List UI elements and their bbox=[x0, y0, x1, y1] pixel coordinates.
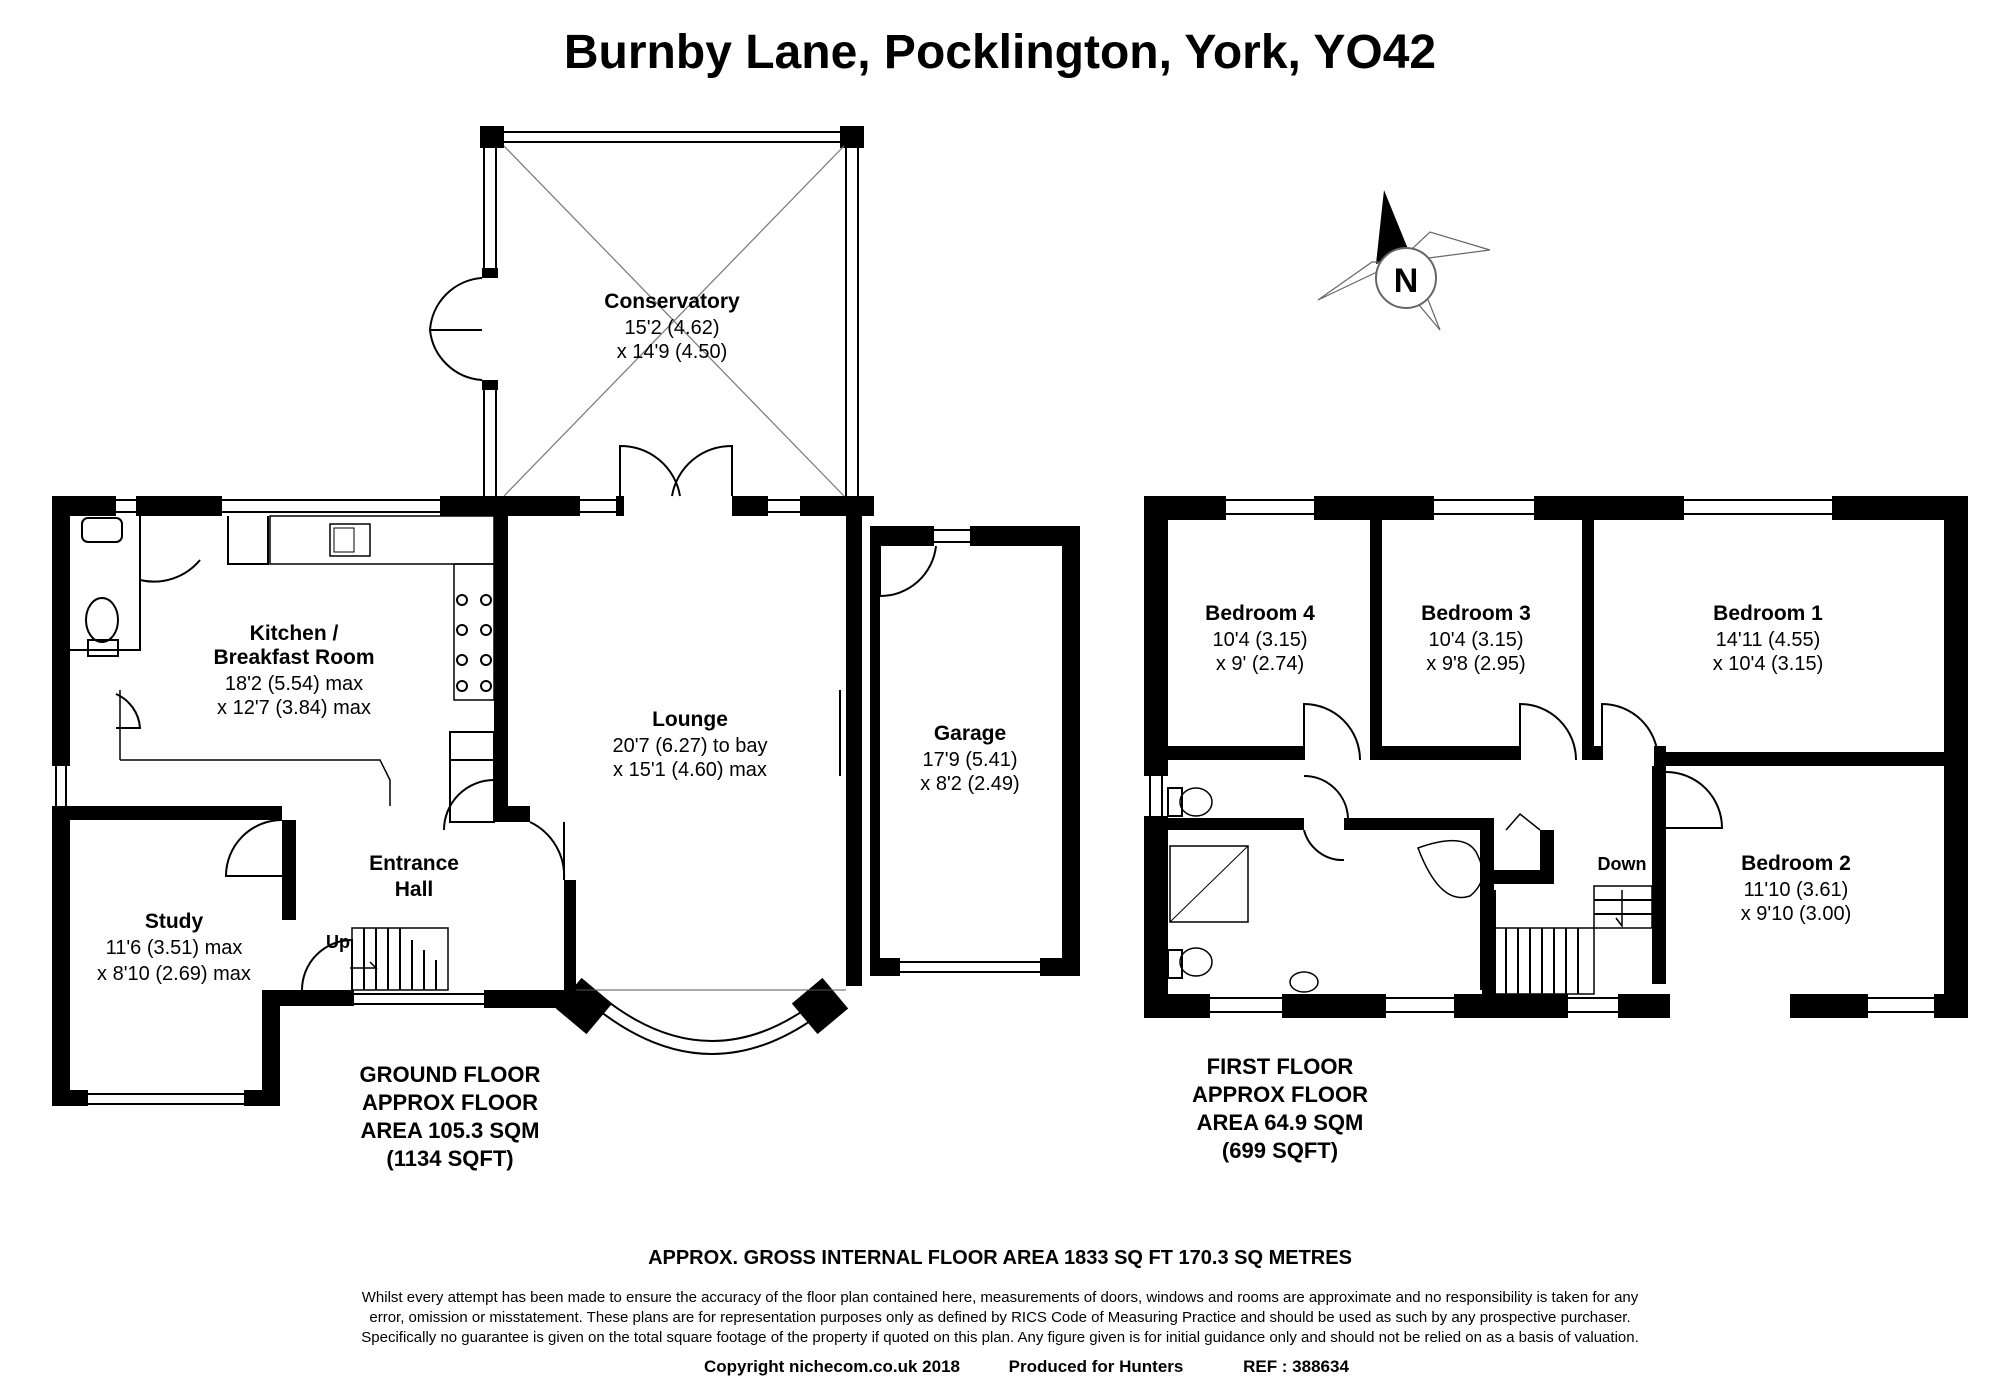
ground-floor-label-1: GROUND FLOOR bbox=[360, 1062, 541, 1087]
room-dim-conservatory-2: x 14'9 (4.50) bbox=[617, 341, 728, 363]
room-dim-bedroom3-2: x 9'8 (2.95) bbox=[1426, 653, 1525, 675]
page-title: Burnby Lane, Pocklington, York, YO42 bbox=[564, 26, 1436, 79]
conservatory-structure bbox=[428, 126, 864, 497]
first-floor-label-3: AREA 64.9 SQM bbox=[1197, 1110, 1364, 1135]
footer-copyright: Copyright nichecom.co.uk 2018 bbox=[704, 1357, 960, 1376]
room-name-entrance-2: Hall bbox=[395, 878, 434, 901]
room-dim-lounge-1: 20'7 (6.27) to bay bbox=[612, 735, 767, 757]
first-floor-windows bbox=[1149, 499, 1934, 1013]
first-floor-label-1: FIRST FLOOR bbox=[1207, 1054, 1354, 1079]
footer-produced: Produced for Hunters bbox=[1009, 1357, 1184, 1376]
ground-floor-windows bbox=[55, 499, 1040, 1105]
room-dim-bedroom2-1: 11'10 (3.61) bbox=[1744, 879, 1849, 901]
gross-area: APPROX. GROSS INTERNAL FLOOR AREA 1833 S… bbox=[648, 1247, 1352, 1269]
ground-floor-label-4: (1134 SQFT) bbox=[386, 1146, 513, 1171]
room-name-study: Study bbox=[145, 910, 204, 933]
room-name-bedroom1: Bedroom 1 bbox=[1713, 602, 1823, 625]
ground-floor-plan: Conservatory 15'2 (4.62) x 14'9 (4.50) K… bbox=[52, 126, 1080, 1171]
first-floor-doors bbox=[1167, 702, 1724, 995]
room-dim-study-2: x 8'10 (2.69) max bbox=[97, 963, 251, 985]
room-name-lounge: Lounge bbox=[652, 708, 728, 731]
room-dim-garage-1: 17'9 (5.41) bbox=[923, 749, 1018, 771]
disclaimer-line-3: Specifically no guarantee is given on th… bbox=[361, 1329, 1639, 1346]
disclaimer-line-2: error, omission or misstatement. These p… bbox=[369, 1309, 1630, 1326]
room-dim-bedroom1-2: x 10'4 (3.15) bbox=[1713, 653, 1824, 675]
first-floor-walls bbox=[1144, 496, 1968, 1018]
room-name-kitchen-2: Breakfast Room bbox=[213, 646, 374, 669]
room-dim-study-1: 11'6 (3.51) max bbox=[106, 937, 243, 959]
ground-floor-walls bbox=[52, 496, 1080, 1106]
compass-letter: N bbox=[1394, 262, 1419, 300]
room-name-bedroom3: Bedroom 3 bbox=[1421, 602, 1531, 625]
room-name-conservatory: Conservatory bbox=[604, 290, 740, 313]
footer-ref: REF : 388634 bbox=[1243, 1357, 1349, 1376]
room-dim-bedroom4-2: x 9' (2.74) bbox=[1216, 653, 1304, 675]
stairs-down-label: Down bbox=[1598, 854, 1647, 874]
room-dim-kitchen-1: 18'2 (5.54) max bbox=[225, 673, 363, 695]
room-dim-garage-2: x 8'2 (2.49) bbox=[920, 773, 1019, 795]
room-dim-bedroom4-1: 10'4 (3.15) bbox=[1213, 629, 1308, 651]
room-name-bedroom2: Bedroom 2 bbox=[1741, 852, 1851, 875]
first-floor-plan: Bedroom 4 10'4 (3.15) x 9' (2.74) Bedroo… bbox=[1144, 496, 1968, 1163]
first-floor-label-4: (699 SQFT) bbox=[1222, 1138, 1338, 1163]
room-name-kitchen-1: Kitchen / bbox=[250, 622, 339, 645]
stairs-up-label: Up bbox=[326, 932, 350, 952]
room-name-garage: Garage bbox=[934, 722, 1006, 745]
room-dim-bedroom2-2: x 9'10 (3.00) bbox=[1741, 903, 1852, 925]
ground-floor-doors bbox=[70, 444, 937, 991]
disclaimer-line-1: Whilst every attempt has been made to en… bbox=[362, 1289, 1639, 1306]
room-name-entrance-1: Entrance bbox=[369, 852, 459, 875]
room-name-bedroom4: Bedroom 4 bbox=[1205, 602, 1315, 625]
room-dim-bedroom1-1: 14'11 (4.55) bbox=[1716, 629, 1821, 651]
room-dim-lounge-2: x 15'1 (4.60) max bbox=[613, 759, 767, 781]
compass-north-icon: N bbox=[1317, 190, 1491, 331]
room-dim-kitchen-2: x 12'7 (3.84) max bbox=[217, 697, 371, 719]
ground-floor-label-3: AREA 105.3 SQM bbox=[361, 1118, 540, 1143]
ground-floor-label-2: APPROX FLOOR bbox=[362, 1090, 538, 1115]
room-dim-conservatory-1: 15'2 (4.62) bbox=[625, 317, 720, 339]
room-dim-bedroom3-1: 10'4 (3.15) bbox=[1429, 629, 1524, 651]
first-floor-label-2: APPROX FLOOR bbox=[1192, 1082, 1368, 1107]
